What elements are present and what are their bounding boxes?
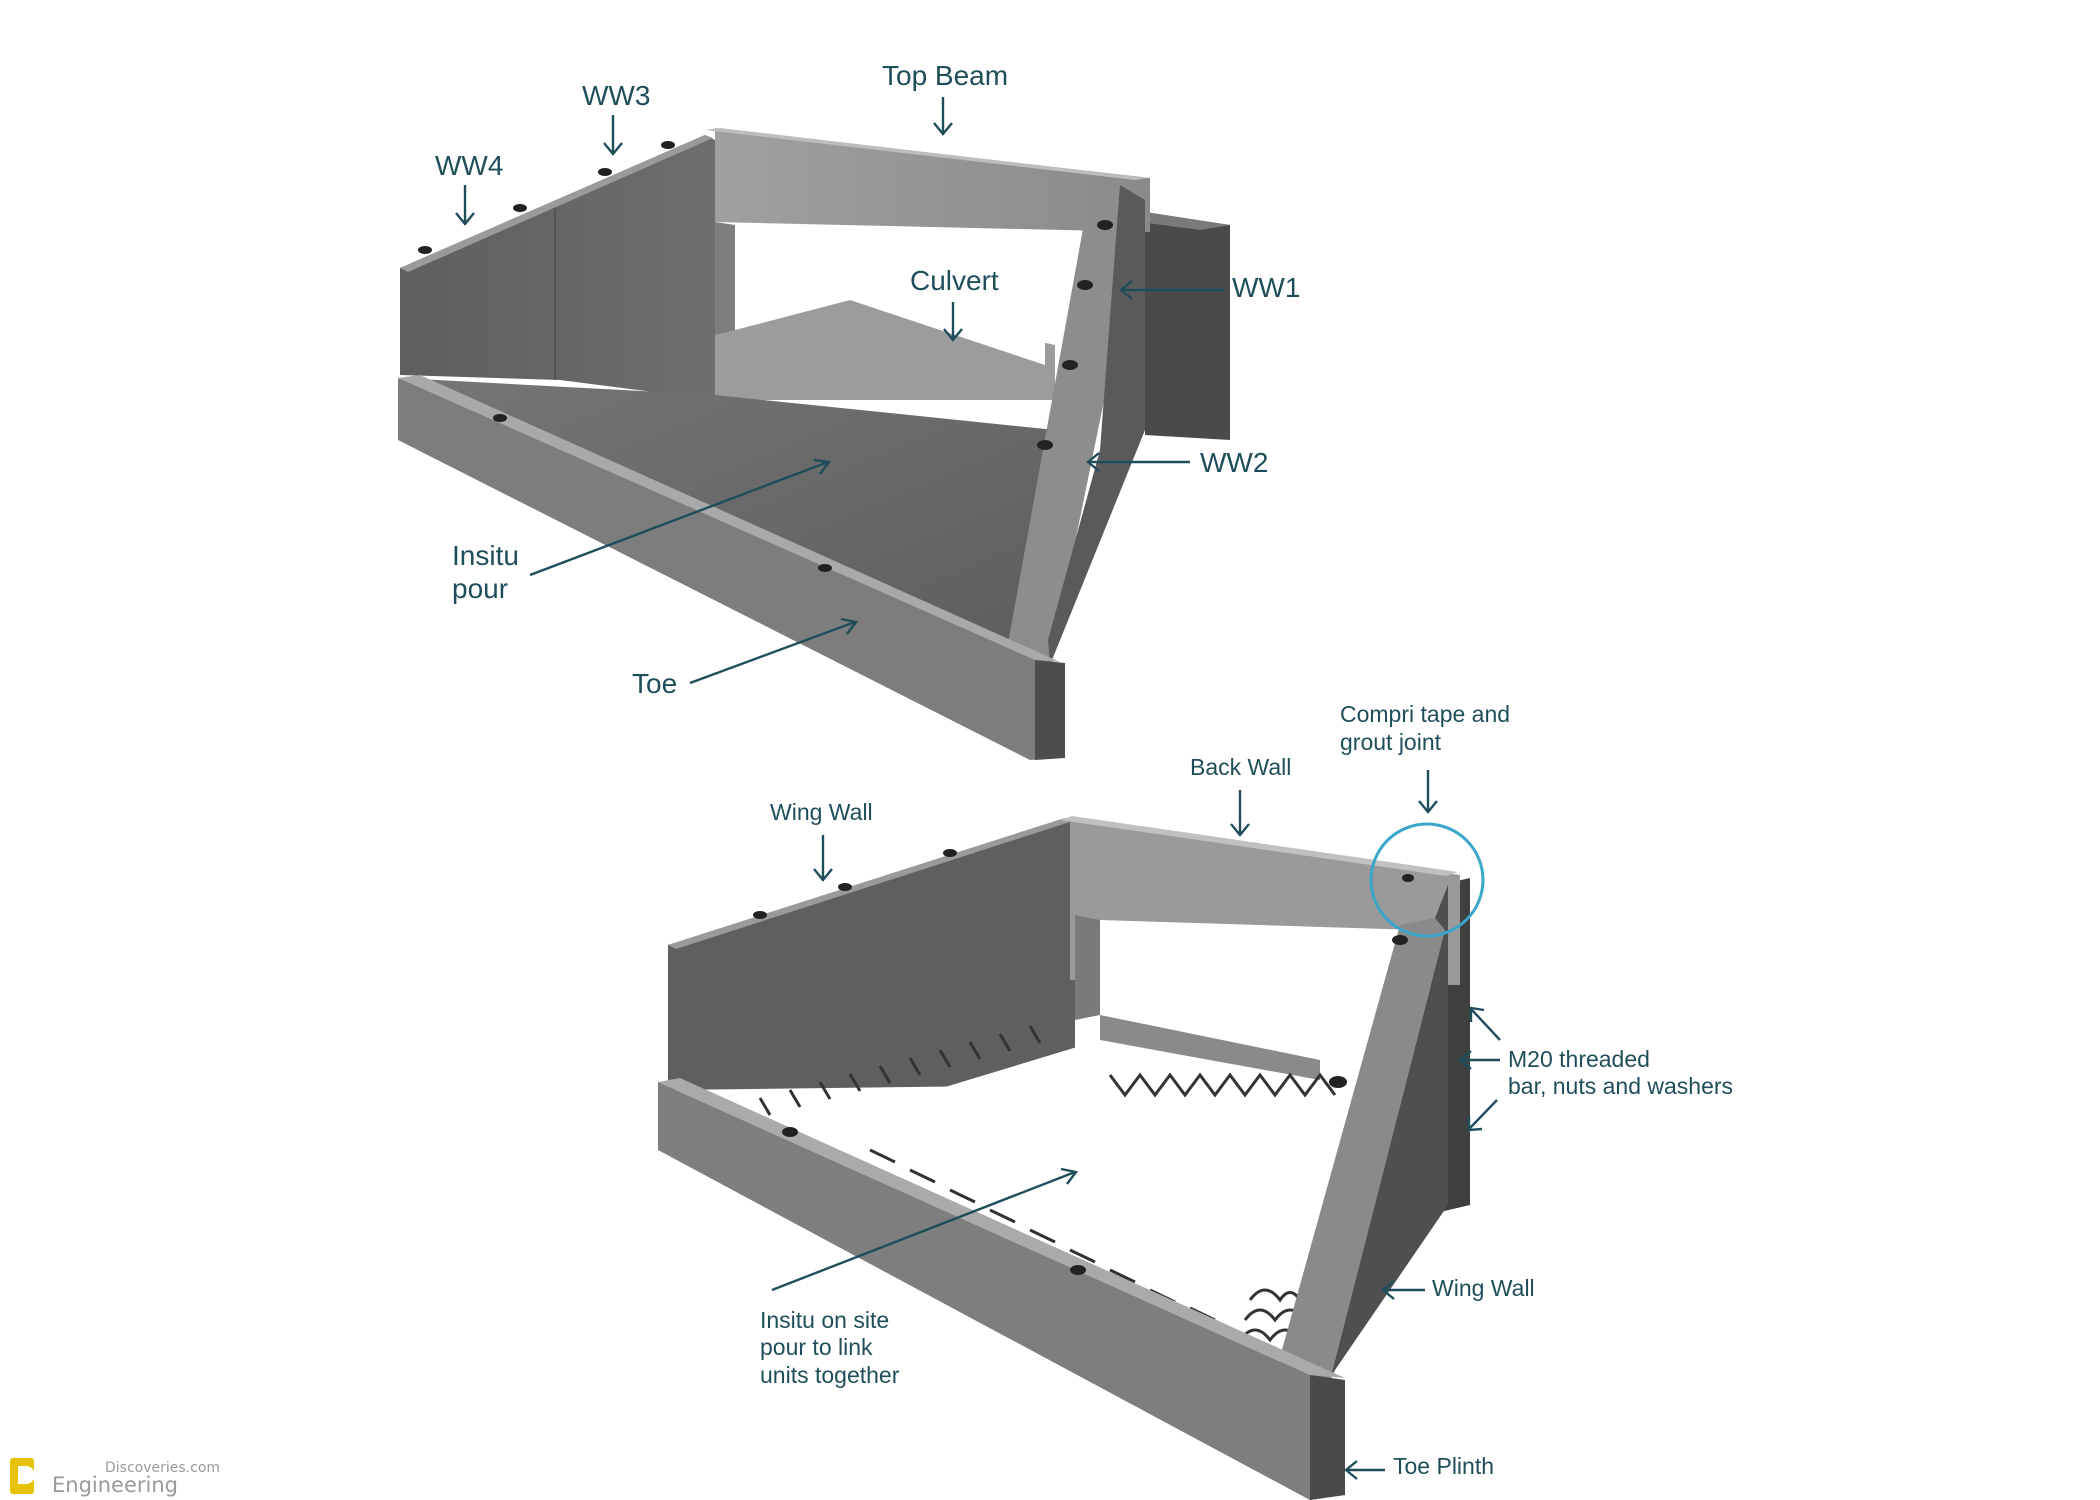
label-insitu-site-line2: pour to link bbox=[760, 1334, 873, 1360]
label-back-wall: Back Wall bbox=[1190, 754, 1291, 780]
bottom-labels: Compri tape and grout joint Back Wall Wi… bbox=[760, 701, 1733, 1480]
logo-text-line1: Discoveries.com bbox=[105, 1460, 220, 1476]
ww4-ww3-wall bbox=[400, 135, 715, 400]
label-wing-wall-left: Wing Wall bbox=[770, 799, 873, 825]
label-insitu-pour-line2: pour bbox=[452, 573, 508, 604]
ww2-back-block bbox=[1145, 212, 1230, 440]
label-wing-wall-right: Wing Wall bbox=[1432, 1275, 1535, 1301]
logo-text-line2: Engineering bbox=[52, 1473, 178, 1497]
label-insitu-site-line3: units together bbox=[760, 1362, 900, 1388]
engineering-discoveries-logo: Discoveries.com Engineering bbox=[10, 1458, 220, 1497]
ww1-ww2-wall bbox=[1005, 185, 1145, 665]
toe-beam bbox=[398, 378, 1060, 760]
rebar-starters bbox=[758, 1025, 1216, 1322]
label-ww1: WW1 bbox=[1232, 272, 1300, 303]
culvert-opening bbox=[735, 225, 1045, 365]
bolt-holes-bottom bbox=[753, 849, 1414, 1275]
back-wall-opening bbox=[1100, 920, 1420, 1050]
label-compri-line1: Compri tape and bbox=[1340, 701, 1510, 727]
label-culvert: Culvert bbox=[910, 265, 999, 296]
compri-tape-highlight-circle bbox=[1369, 822, 1485, 938]
label-m20-line2: bar, nuts and washers bbox=[1508, 1073, 1733, 1099]
bolt-holes-top bbox=[418, 141, 1113, 572]
label-top-beam: Top Beam bbox=[882, 60, 1008, 91]
right-wing-wall bbox=[1275, 918, 1445, 1380]
rebar-links-back bbox=[1108, 1072, 1337, 1098]
culvert-floor bbox=[715, 300, 1055, 400]
label-ww2: WW2 bbox=[1200, 447, 1268, 478]
top-beam bbox=[715, 128, 1150, 232]
left-wing-wall bbox=[668, 818, 1075, 1090]
label-insitu-site-line1: Insitu on site bbox=[760, 1307, 889, 1333]
top-headwall-model bbox=[398, 128, 1230, 760]
bottom-headwall-model bbox=[658, 816, 1485, 1500]
label-insitu-pour-line1: Insitu bbox=[452, 540, 519, 571]
label-toe: Toe bbox=[632, 668, 677, 699]
label-toe-plinth: Toe Plinth bbox=[1393, 1453, 1494, 1479]
label-m20-line1: M20 threaded bbox=[1508, 1046, 1650, 1072]
label-compri-line2: grout joint bbox=[1340, 729, 1442, 755]
toe-plinth bbox=[658, 1082, 1345, 1500]
label-ww4: WW4 bbox=[435, 150, 503, 181]
label-ww3: WW3 bbox=[582, 80, 650, 111]
top-labels: WW3 Top Beam WW4 Culvert WW1 WW2 Insitu … bbox=[435, 60, 1300, 699]
insitu-reinforcement-area bbox=[800, 1040, 1310, 1340]
